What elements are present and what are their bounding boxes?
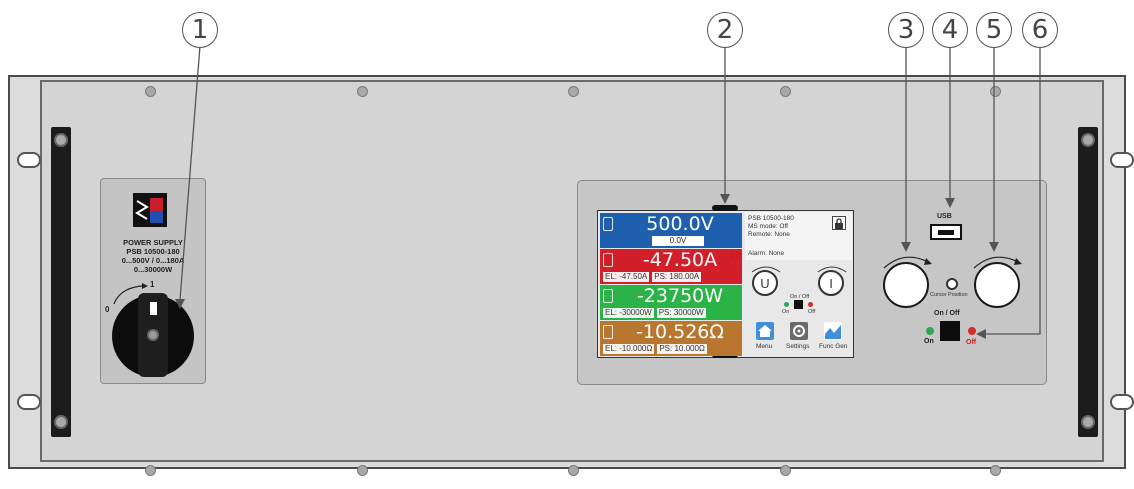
panel-screw: [357, 86, 368, 97]
switch-off-label: 0: [105, 305, 110, 314]
callout-6: 6: [1022, 12, 1058, 48]
current-ps-limit: PS: 180.00A: [652, 272, 702, 282]
module-line-3: 0...500V / 0...180A: [121, 256, 185, 265]
display-on-label: On: [782, 309, 790, 315]
left-rotary-knob[interactable]: [883, 262, 929, 308]
ms-mode-status: MS mode: Off: [748, 223, 788, 230]
callout-1: 1: [182, 12, 218, 48]
func-gen-label: Func Gen: [819, 343, 848, 350]
current-el-limit: EL: -47.50A: [603, 272, 650, 282]
display-clip-top: [712, 205, 738, 211]
lock-icon[interactable]: [832, 216, 846, 230]
cursor-position-label: Cursor Position: [930, 292, 968, 298]
alarm-status: Alarm: None: [748, 250, 785, 257]
switch-center-screw: [147, 329, 159, 341]
module-line-2: PSB 10500-180: [126, 247, 180, 256]
resistance-row-icon: [603, 325, 613, 339]
switch-arc-arrow: [113, 283, 148, 305]
power-actual: -23750W: [636, 285, 724, 307]
display-on-led: [784, 302, 789, 307]
remote-status: Remote: None: [748, 231, 790, 238]
knob-right-arc-icon: [817, 266, 847, 273]
power-el-limit: EL: -30000W: [603, 308, 654, 318]
usb-label: USB: [937, 213, 952, 220]
device-model: PSB 10500-180: [748, 215, 794, 222]
knob-left-arc-icon: [751, 266, 781, 273]
chart-icon[interactable]: [824, 322, 842, 340]
power-ps-limit: PS: 30000W: [656, 308, 706, 318]
callout-3: 3: [888, 12, 924, 48]
handle-screw: [1081, 133, 1095, 147]
module-line-1: POWER SUPPLY: [123, 238, 183, 247]
ea-logo-icon: [133, 193, 167, 227]
panel-screw: [568, 86, 579, 97]
gear-icon[interactable]: [790, 322, 808, 340]
voltage-knob-icon[interactable]: U: [752, 270, 778, 296]
callout-4: 4: [932, 12, 968, 48]
panel-screw: [780, 465, 791, 476]
panel-screw: [357, 465, 368, 476]
current-knob-icon[interactable]: I: [818, 270, 844, 296]
voltage-row-icon: [603, 217, 613, 231]
main-power-switch-grip[interactable]: [138, 293, 168, 377]
cc-mode-indicator: CC: [730, 252, 742, 261]
off-led: [968, 327, 976, 335]
handle-screw: [1081, 415, 1095, 429]
resistance-actual: -10.526Ω: [636, 321, 724, 343]
current-row-icon: [603, 253, 613, 267]
settings-label: Settings: [786, 343, 810, 350]
rack-ear-slot-bottom-right: [1110, 394, 1134, 410]
panel-screw: [568, 465, 579, 476]
display-onoff-button[interactable]: [794, 300, 803, 309]
voltage-set: 0.0V: [652, 236, 704, 246]
display-off-label: Off: [808, 309, 816, 315]
off-label: Off: [966, 339, 977, 346]
display-onoff-label: On / Off: [790, 294, 810, 300]
rack-ear-slot-top-right: [1110, 152, 1134, 168]
voltage-actual: 500.0V: [646, 213, 714, 235]
on-led: [926, 327, 934, 335]
panel-screw: [990, 465, 1001, 476]
handle-left[interactable]: [51, 127, 71, 437]
callout-5: 5: [976, 12, 1012, 48]
on-label: On: [924, 338, 934, 345]
home-icon[interactable]: [756, 322, 774, 340]
rack-ear-slot-bottom-left: [17, 394, 41, 410]
onoff-label: On / Off: [934, 310, 960, 317]
switch-on-label: 1: [150, 280, 155, 289]
module-line-4: 0...30000W: [133, 265, 173, 274]
panel-screw: [780, 86, 791, 97]
handle-right[interactable]: [1078, 127, 1098, 437]
resistance-ps-limit: PS: 10.000Ω: [657, 344, 707, 354]
voltage-row[interactable]: 500.0V 0.0V: [600, 213, 742, 248]
panel-screw: [145, 465, 156, 476]
menu-label: Menu: [756, 343, 773, 350]
right-rotary-knob[interactable]: [974, 262, 1020, 308]
rack-ear-slot-top-left: [17, 152, 41, 168]
panel-screw: [990, 86, 1001, 97]
handle-screw: [54, 415, 68, 429]
output-onoff-button[interactable]: [940, 321, 960, 341]
current-actual: -47.50A: [642, 249, 718, 271]
switch-indicator: [150, 302, 157, 315]
handle-screw: [54, 133, 68, 147]
display-off-led: [808, 302, 813, 307]
power-row-icon: [603, 289, 613, 303]
cursor-position-button[interactable]: [946, 278, 958, 290]
panel-screw: [145, 86, 156, 97]
usb-port-contacts: [938, 230, 954, 235]
callout-2: 2: [707, 12, 743, 48]
resistance-el-limit: EL: -10.000Ω: [603, 344, 655, 354]
